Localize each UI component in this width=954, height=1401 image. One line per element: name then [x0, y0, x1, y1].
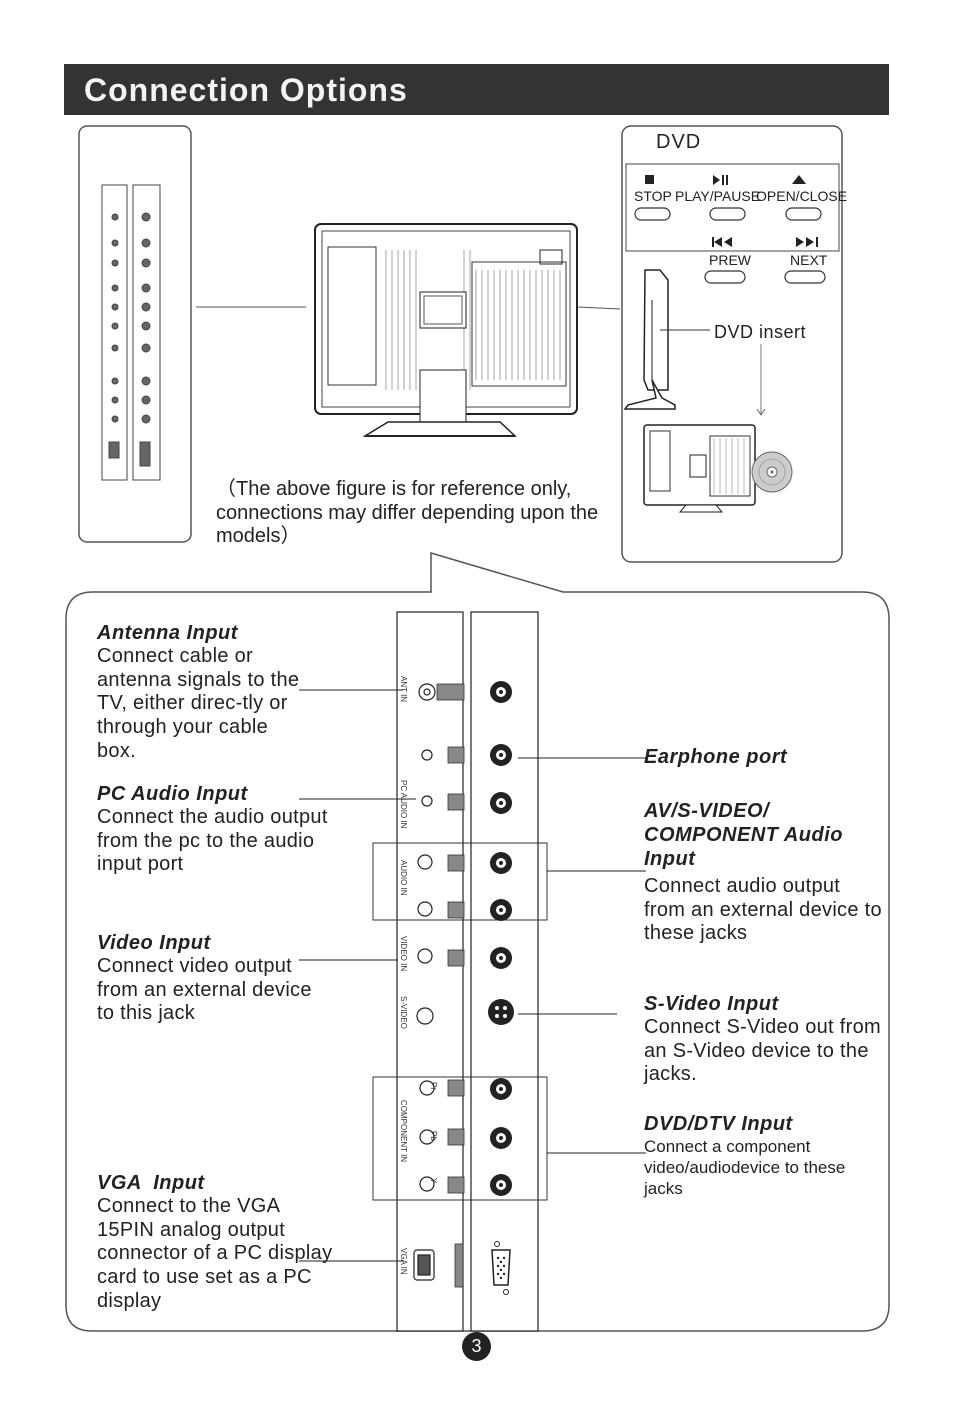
- reference-caption: （The above figure is for reference only,…: [216, 478, 599, 547]
- open-close-button-label: OPEN/CLOSE: [756, 188, 848, 204]
- dvd-dtv-input-heading: DVD/DTV Input: [644, 1113, 793, 1135]
- antenna-input-heading: Antenna Input: [97, 622, 238, 644]
- port-label-video-in: VIDEO IN: [399, 936, 408, 972]
- right-strip-jacks: [488, 681, 514, 1295]
- s-video-input-heading: S-Video Input: [644, 993, 779, 1015]
- port-label-audio-in: AUDIO IN: [399, 860, 408, 896]
- port-label-vga-in: VGA IN: [399, 1248, 408, 1275]
- dvd-dtv-input-section: DVD/DTV Input Connect a component video/…: [644, 1113, 859, 1199]
- page-number: 3: [462, 1332, 491, 1361]
- av-audio-input-text: Connect audio output from an external de…: [644, 875, 882, 945]
- tv-with-dvd-illustration: [643, 424, 756, 513]
- earphone-port-section: Earphone port: [644, 746, 884, 769]
- dvd-panel-frame: [621, 125, 843, 563]
- prev-button-label: PREW: [709, 252, 751, 268]
- next-button-label: NEXT: [790, 252, 828, 268]
- port-label-pc-audio-in: PC AUDIO IN: [399, 780, 408, 829]
- pc-audio-input-heading: PC Audio Input: [97, 783, 248, 805]
- antenna-input-section: Antenna Input Connect cable or antenna s…: [97, 622, 312, 764]
- antenna-input-text: Connect cable or antenna signals to the …: [97, 645, 300, 762]
- s-video-input-text: Connect S-Video out from an S-Video devi…: [644, 1016, 881, 1086]
- av-audio-input-section: AV/S-VIDEO/ COMPONENT Audio Input Connec…: [644, 799, 884, 946]
- title-bar: Connection Options: [64, 64, 889, 115]
- s-video-input-section: S-Video Input Connect S-Video out from a…: [644, 993, 886, 1087]
- vga-input-heading: VGA Input: [97, 1172, 205, 1194]
- pc-audio-input-section: PC Audio Input Connect the audio output …: [97, 783, 332, 877]
- pc-audio-input-text: Connect the audio output from the pc to …: [97, 806, 328, 876]
- side-panel-thumbnail: [101, 184, 161, 481]
- stop-button-label: STOP: [634, 188, 672, 204]
- dvd-insert-label: DVD insert: [714, 322, 807, 342]
- left-strip-jacks: [413, 683, 436, 1281]
- play-pause-button-label: PLAY/PAUSE: [675, 188, 761, 204]
- video-input-heading: Video Input: [97, 932, 211, 954]
- tv-side-profile: [623, 269, 676, 410]
- side-plugs: [436, 683, 465, 1288]
- port-label-ant-in: ANT IN: [399, 676, 408, 703]
- video-input-section: Video Input Connect video output from an…: [97, 932, 327, 1026]
- dvd-button-icons: [645, 175, 818, 247]
- component-label-pr: Pr: [429, 1082, 438, 1090]
- dvd-disc-icon: [751, 451, 793, 493]
- component-label-y: Y: [429, 1178, 438, 1184]
- port-label-s-video: S-VIDEO: [399, 996, 408, 1029]
- video-input-text: Connect video output from an external de…: [97, 955, 312, 1025]
- vga-input-text: Connect to the VGA 15PIN analog output c…: [97, 1195, 333, 1312]
- side-panel-thumbnail-frame: [78, 125, 192, 543]
- vga-input-section: VGA Input Connect to the VGA 15PIN analo…: [97, 1172, 335, 1314]
- component-label-pb: Pb: [429, 1131, 438, 1141]
- tv-rear-illustration: [314, 223, 578, 437]
- dvd-heading: DVD: [656, 131, 702, 153]
- connection-panel-frame: [65, 551, 890, 1332]
- dvd-dtv-input-text: Connect a component video/audiodevice to…: [644, 1137, 846, 1198]
- av-audio-input-heading: AV/S-VIDEO/ COMPONENT Audio Input: [644, 800, 843, 870]
- page-title: Connection Options: [84, 72, 408, 108]
- port-label-component-in: COMPONENT IN: [399, 1100, 408, 1163]
- leader-lines: [299, 689, 646, 1262]
- earphone-port-heading: Earphone port: [644, 746, 788, 768]
